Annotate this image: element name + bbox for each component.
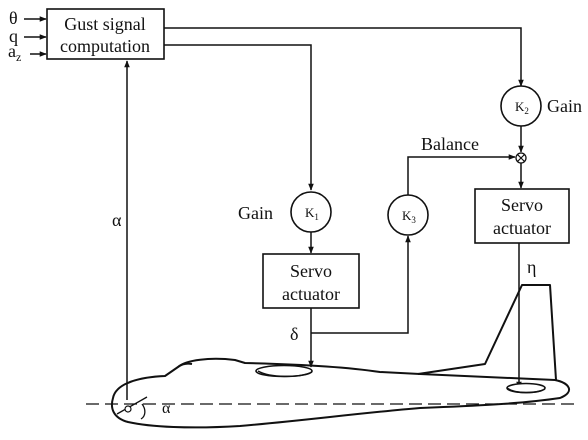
servo-actuator-right — [474, 188, 570, 244]
gust-block-line1: Gust signal — [64, 14, 146, 34]
servo-right-line1: Servo — [501, 195, 543, 215]
input-az-label: az — [8, 41, 21, 64]
input-theta-label: θ — [9, 8, 18, 28]
elevator-edge — [506, 387, 546, 394]
tail-fin — [417, 284, 557, 381]
k3-label: K3 — [402, 208, 416, 225]
summing-junction — [515, 152, 527, 164]
servo-left-line2: actuator — [282, 284, 340, 304]
k2-label: K2 — [515, 99, 529, 116]
signal-to-k1 — [164, 44, 314, 191]
signal-to-k2 — [164, 27, 524, 87]
gain-left-label: Gain — [238, 203, 273, 223]
servo-left-line1: Servo — [290, 261, 332, 281]
alpha-vane — [116, 396, 148, 420]
delta-to-k3 — [311, 235, 411, 334]
servo-right-line2: actuator — [493, 218, 551, 238]
input-q-label: q — [9, 26, 18, 46]
gain-right-label: Gain — [547, 96, 582, 116]
delta-label: δ — [290, 324, 298, 344]
wing-spoiler-edge — [257, 370, 313, 378]
gust-block-line2: computation — [60, 36, 150, 56]
balance-line — [407, 154, 516, 195]
alpha-angle-label: α — [162, 400, 171, 417]
gust-signal-computation-block — [46, 8, 165, 60]
balance-label: Balance — [421, 134, 479, 154]
alpha-label: α — [112, 210, 122, 230]
aircraft-fuselage — [110, 357, 570, 429]
aircraft-cockpit — [177, 362, 193, 368]
eta-label: η — [527, 257, 536, 277]
k1-label: K1 — [305, 205, 319, 222]
